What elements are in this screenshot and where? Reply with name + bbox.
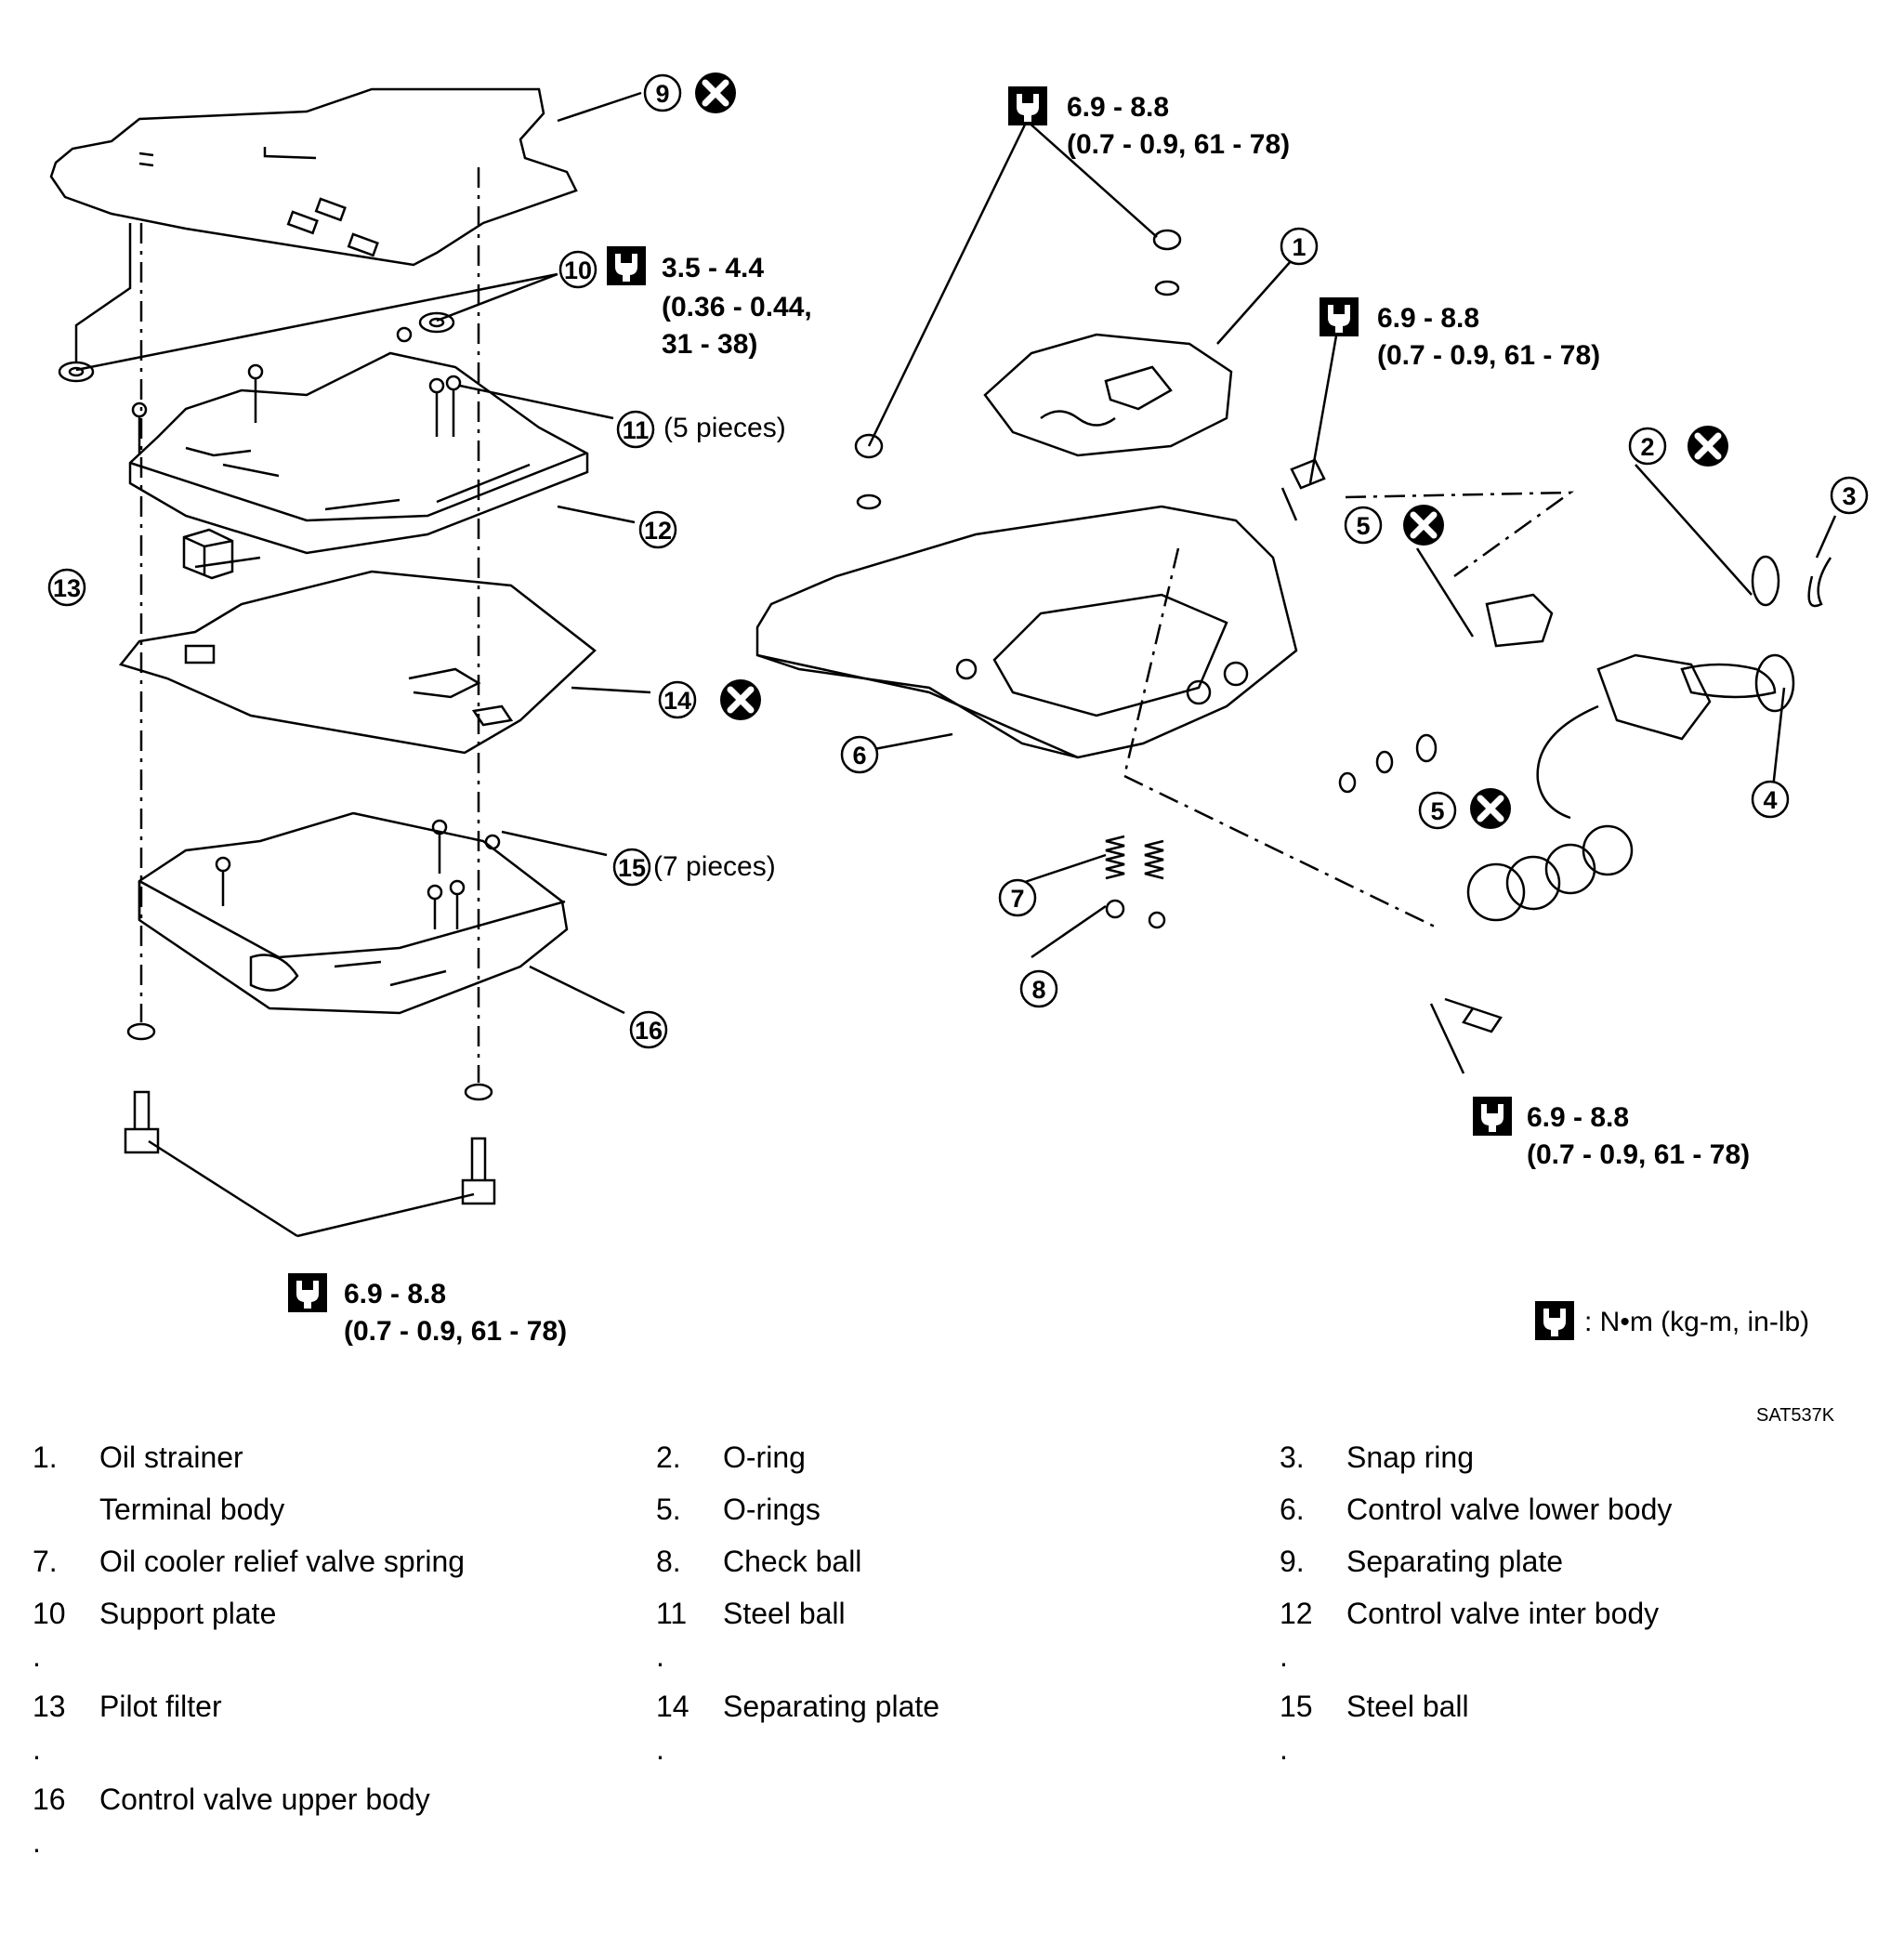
callout-15: 15 (618, 854, 646, 882)
torque-support-sub2: 31 - 38) (662, 329, 757, 360)
do-not-reuse-icon (720, 679, 761, 720)
callout-7: 7 (1010, 885, 1024, 913)
do-not-reuse-icon (1470, 788, 1511, 829)
torque-bottom-right-sub: (0.7 - 0.9, 61 - 78) (1527, 1139, 1750, 1170)
callout-2: 2 (1640, 433, 1654, 461)
torque-wrench-icon (1008, 86, 1047, 125)
callout-6: 6 (852, 742, 866, 770)
torque-top-value: 6.9 - 8.8 (1067, 92, 1169, 123)
torque-bottom-left-sub: (0.7 - 0.9, 61 - 78) (344, 1316, 567, 1347)
do-not-reuse-icon (1687, 426, 1728, 467)
parts-legend: 1.Oil strainer 2.O-ring 3.Snap ring Term… (33, 1441, 1673, 1859)
callout-10: 10 (564, 257, 592, 284)
callout-5: 5 (1430, 797, 1444, 825)
torque-wrench-icon (607, 246, 646, 285)
callout-5: 5 (1356, 512, 1370, 540)
callout-9: 9 (655, 80, 669, 108)
torque-terminal-sub: (0.7 - 0.9, 61 - 78) (1377, 340, 1600, 371)
torque-top-sub: (0.7 - 0.9, 61 - 78) (1067, 129, 1290, 160)
torque-wrench-icon (1320, 297, 1359, 336)
callout-3: 3 (1842, 482, 1856, 510)
figure-code: SAT537K (1756, 1405, 1835, 1426)
callout-8: 8 (1031, 976, 1045, 1004)
torque-support-value: 3.5 - 4.4 (662, 253, 764, 283)
do-not-reuse-icon (1403, 505, 1444, 546)
callout-1: 1 (1292, 233, 1306, 261)
torque-wrench-icon (288, 1273, 327, 1312)
torque-units: : N•m (kg-m, in-lb) (1584, 1307, 1809, 1337)
torque-wrench-icon (1535, 1301, 1574, 1340)
torque-wrench-icon (1473, 1097, 1512, 1136)
callout-14: 14 (663, 687, 691, 715)
torque-support-sub1: (0.36 - 0.44, (662, 292, 812, 322)
torque-bottom-left-value: 6.9 - 8.8 (344, 1279, 446, 1309)
callout-16: 16 (635, 1017, 663, 1045)
torque-terminal-value: 6.9 - 8.8 (1377, 303, 1479, 334)
callout-11: 11 (623, 416, 650, 444)
torque-bottom-right-value: 6.9 - 8.8 (1527, 1102, 1629, 1133)
exploded-diagram: 1 2 3 4 5 5 6 7 8 9 10 11 12 13 14 15 16… (47, 0, 1869, 1347)
callout-13: 13 (53, 574, 81, 602)
do-not-reuse-icon (695, 72, 736, 113)
note-7-pieces: (7 pieces) (653, 851, 776, 882)
note-5-pieces: (5 pieces) (663, 413, 786, 443)
callout-12: 12 (644, 517, 672, 545)
callout-4: 4 (1763, 786, 1777, 814)
